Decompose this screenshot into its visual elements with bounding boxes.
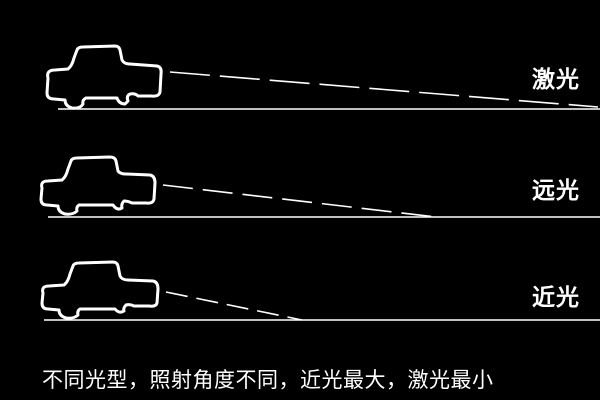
row-laser: [45, 44, 600, 110]
beam-line: [162, 184, 437, 218]
car-icon: [40, 260, 160, 320]
beam-line: [169, 71, 599, 108]
label-laser: 激光: [532, 67, 580, 93]
label-high-beam: 远光: [532, 178, 580, 204]
car-icon: [45, 44, 163, 110]
row-high-beam: [39, 155, 600, 218]
caption: 不同光型，照射角度不同，近光最大，激光最小: [42, 368, 494, 392]
car-icon: [39, 155, 157, 216]
label-low-beam: 近光: [532, 285, 580, 311]
beam-line: [165, 291, 303, 321]
row-low-beam: [40, 260, 600, 321]
